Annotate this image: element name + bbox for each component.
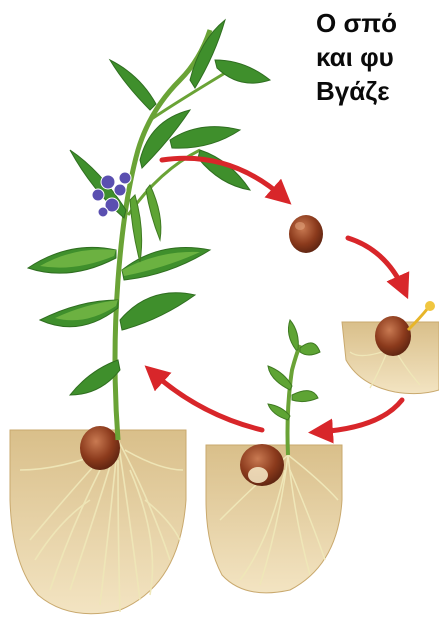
seedling-soil-block xyxy=(206,444,342,593)
caption-line-2: και φυ xyxy=(316,40,439,74)
arrow-germination-to-seedling-icon xyxy=(318,400,402,432)
mature-plant-soil-block xyxy=(10,426,186,614)
germinating-seed-icon xyxy=(342,301,439,394)
seed-icon xyxy=(289,215,323,253)
seedling-icon xyxy=(268,320,320,455)
arrow-seedling-to-plant-icon xyxy=(152,372,262,430)
caption-line-1: Ο σπό xyxy=(316,6,439,40)
arrow-seed-to-germination-icon xyxy=(348,238,404,290)
mature-plant-icon xyxy=(28,20,270,440)
caption-text: Ο σπό και φυ Βγάζε xyxy=(316,6,439,108)
caption-line-3: Βγάζε xyxy=(316,74,439,108)
mature-plant-seed-remnant-icon xyxy=(80,426,120,470)
